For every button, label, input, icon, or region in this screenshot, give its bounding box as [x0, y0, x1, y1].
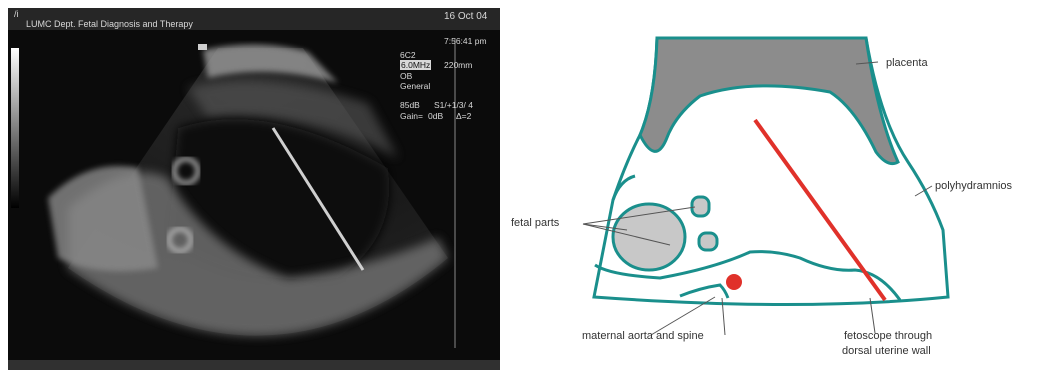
- label-fetal-parts: fetal parts: [511, 217, 559, 229]
- maternal-aorta: [726, 274, 742, 290]
- gain-label: Gain=: [400, 111, 423, 121]
- label-maternal-aorta: maternal aorta and spine: [582, 330, 704, 342]
- label-fetoscope-2: dorsal uterine wall: [842, 345, 931, 357]
- probe-label: 6C2: [400, 50, 416, 60]
- grayscale-bar: [11, 48, 19, 208]
- gain-value: 0dB: [428, 111, 443, 121]
- frequency-label: 6.0MHz: [400, 60, 431, 70]
- delta-label: Δ=2: [456, 111, 471, 121]
- depth-label: 220mm: [444, 60, 472, 70]
- logo-mark: /i: [14, 9, 19, 19]
- preset-line2: General: [400, 81, 430, 91]
- probe-orientation-icon: [198, 44, 207, 50]
- preset-line1: OB: [400, 71, 412, 81]
- scan-time: 7:56:41 pm: [444, 36, 487, 46]
- ultrasound-image: /i LUMC Dept. Fetal Diagnosis and Therap…: [8, 8, 500, 370]
- fetal-part-small-2: [699, 233, 717, 250]
- scan-date: 16 Oct 04: [444, 12, 487, 22]
- institution-label: LUMC Dept. Fetal Diagnosis and Therapy: [26, 19, 193, 29]
- dynamic-range-label: 85dB: [400, 100, 420, 110]
- label-placenta: placenta: [886, 57, 928, 69]
- label-fetoscope-1: fetoscope through: [844, 330, 932, 342]
- fetal-part-small-1: [692, 197, 709, 216]
- schematic-diagram: placenta polyhydramnios fetal parts mate…: [500, 0, 1048, 374]
- persistence-label: S1/+1/3/ 4: [434, 100, 473, 110]
- label-polyhydramnios: polyhydramnios: [935, 180, 1012, 192]
